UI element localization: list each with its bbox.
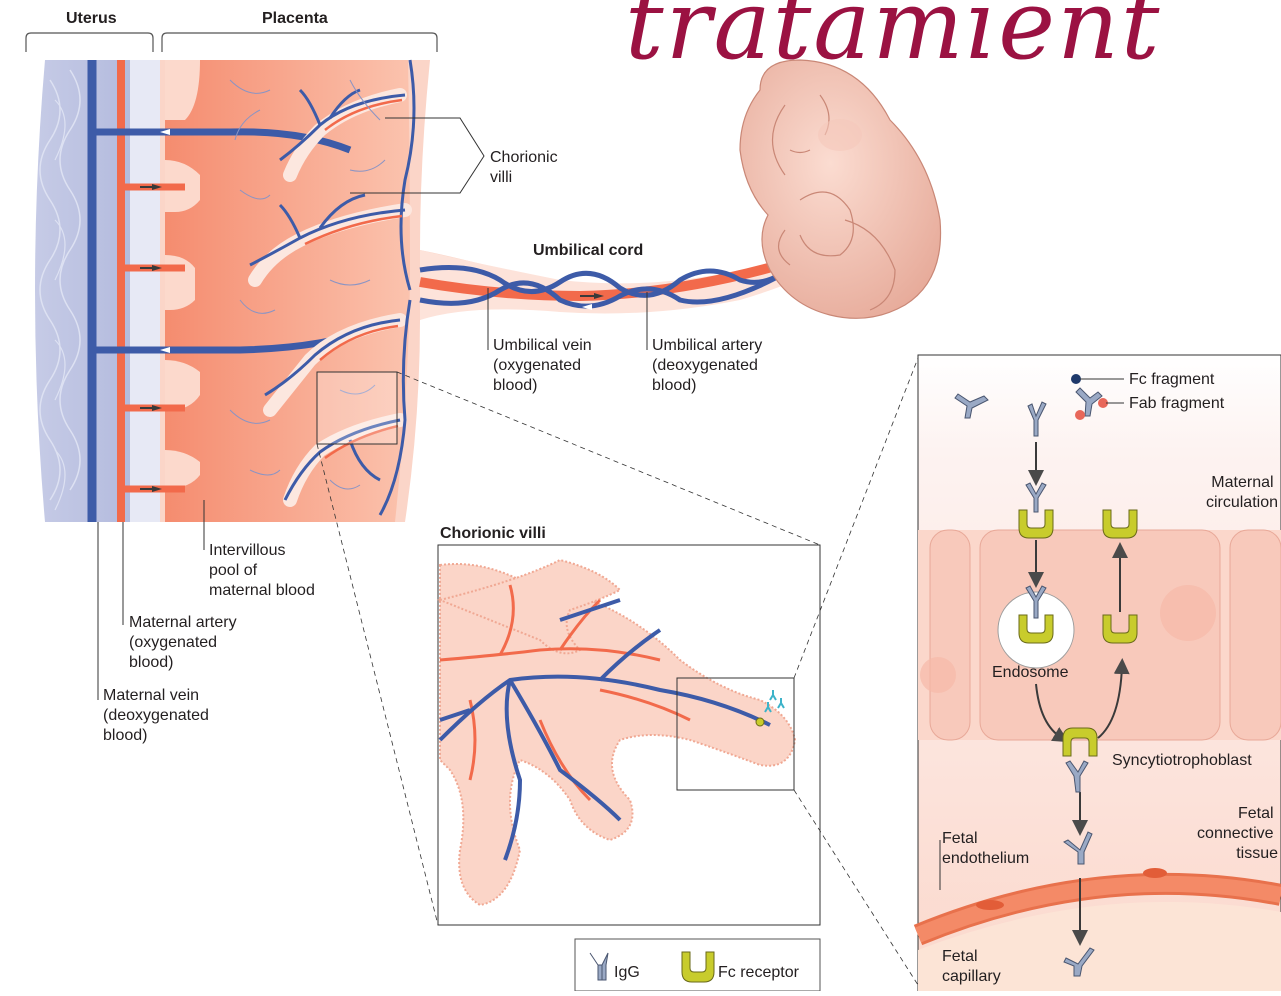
fab-fragment-label: Fab fragment bbox=[1129, 395, 1225, 412]
maternal-vein-label: Maternal vein (deoxygenated blood) bbox=[103, 687, 213, 744]
chorionic-villi-inset-title: Chorionic villi bbox=[440, 525, 546, 542]
chorionic-villi-inset: Chorionic villi bbox=[438, 358, 918, 985]
endosome-label: Endosome bbox=[992, 664, 1069, 681]
maternal-artery-label: Maternal artery (oxygenated blood) bbox=[129, 614, 241, 671]
placenta-header-label: Placenta bbox=[262, 10, 328, 27]
syncytiotrophoblast-label: Syncytiotrophoblast bbox=[1112, 752, 1252, 769]
transport-detail-panel: Fc fragment Fab fragment Maternal circul… bbox=[918, 355, 1281, 991]
uterus-header-label: Uterus bbox=[66, 10, 117, 27]
maternal-vein-callout: Maternal vein (deoxygenated blood) bbox=[98, 522, 213, 744]
chorionic-villi-label: Chorionic villi bbox=[490, 149, 562, 186]
fc-fragment-label: Fc fragment bbox=[1129, 371, 1215, 388]
igg-legend-label: IgG bbox=[614, 964, 640, 981]
watermark-text: tratamient bbox=[625, 0, 1161, 81]
intervillous-pool-label: Intervillous pool of maternal blood bbox=[209, 542, 315, 599]
uterus-header: Uterus bbox=[26, 10, 153, 52]
umbilical-artery-label: Umbilical artery (deoxygenated blood) bbox=[652, 337, 767, 394]
legend-box: IgG Fc receptor bbox=[575, 939, 820, 991]
fc-receptor-legend-label: Fc receptor bbox=[718, 964, 800, 981]
umbilical-vein-label: Umbilical vein (oxygenated blood) bbox=[493, 337, 596, 394]
placenta-header: Placenta bbox=[162, 10, 437, 52]
umbilical-cord-label: Umbilical cord bbox=[533, 242, 643, 259]
syncytiotrophoblast-cells bbox=[918, 530, 1281, 740]
